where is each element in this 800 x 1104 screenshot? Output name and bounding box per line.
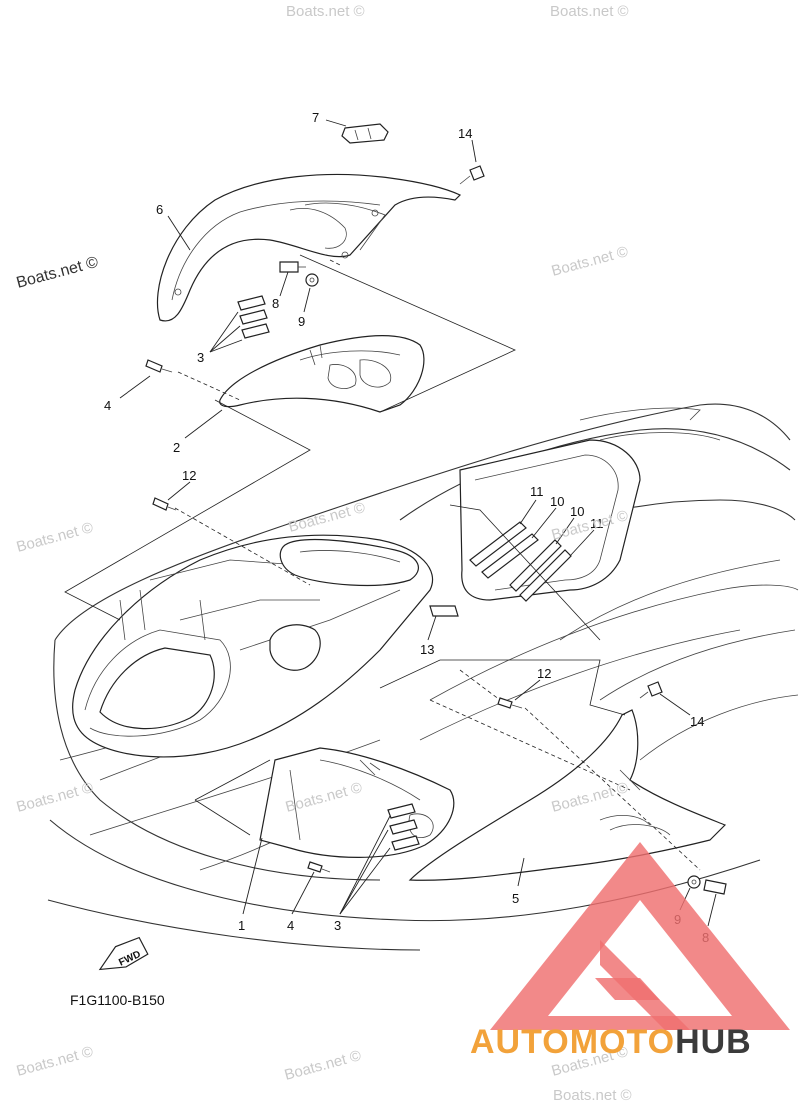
brand-logo: AUTOMOTOHUB xyxy=(470,842,790,1061)
callout-14b: 14 xyxy=(690,714,704,729)
decal-set-lower xyxy=(387,803,420,851)
brand-wordmark: AUTOMOTOHUB xyxy=(470,1023,752,1061)
callout-3b: 3 xyxy=(334,918,341,933)
callout-4: 4 xyxy=(104,398,111,413)
callout-11a: 11 xyxy=(530,484,544,499)
callout-3: 3 xyxy=(197,350,204,365)
callout-10b: 10 xyxy=(570,504,584,519)
callout-6: 6 xyxy=(156,202,163,217)
watermark: Boats.net © xyxy=(15,779,95,816)
brand-part1: AUTOMOTO xyxy=(470,1023,675,1061)
watermark: Boats.net © xyxy=(287,499,367,536)
callout-1: 1 xyxy=(238,918,245,933)
watermark-dark: Boats.net © xyxy=(15,254,101,292)
callout-12: 12 xyxy=(182,468,196,483)
watermark: Boats.net © xyxy=(15,1043,95,1080)
callout-7: 7 xyxy=(312,110,319,125)
callout-2: 2 xyxy=(173,440,180,455)
watermark: Boats.net © xyxy=(15,519,95,556)
watermark: Boats.net © xyxy=(286,3,365,20)
hardware xyxy=(145,165,727,895)
callout-12b: 12 xyxy=(537,666,551,681)
watermark: Boats.net © xyxy=(283,1047,363,1084)
watermark: Boats.net © xyxy=(550,243,630,280)
callout-13: 13 xyxy=(420,642,434,657)
watermark: Boats.net © xyxy=(553,1087,632,1104)
callout-8: 8 xyxy=(272,296,279,311)
part-2-cover xyxy=(219,334,425,413)
callout-9: 9 xyxy=(298,314,305,329)
callout-labels: 7 14 6 8 9 3 4 2 12 11 10 10 11 13 12 14… xyxy=(104,110,709,945)
callout-14: 14 xyxy=(458,126,472,141)
leader-lines xyxy=(64,254,701,871)
brand-part2: HUB xyxy=(675,1023,752,1061)
callout-5: 5 xyxy=(512,891,519,906)
part-6-cover xyxy=(156,123,462,322)
watermark: Boats.net © xyxy=(550,3,629,20)
part-5-cover xyxy=(408,709,727,881)
brand-triangle-icon xyxy=(490,842,790,1030)
front-deck xyxy=(72,534,434,758)
callout-11b: 11 xyxy=(590,516,604,531)
figure-code: F1G1100-B150 xyxy=(70,992,165,1008)
callout-leaders xyxy=(119,119,717,927)
decal-set-upper xyxy=(237,295,270,339)
callout-4b: 4 xyxy=(287,918,294,933)
callout-10a: 10 xyxy=(550,494,564,509)
fwd-arrow-icon: FWD xyxy=(98,936,149,971)
